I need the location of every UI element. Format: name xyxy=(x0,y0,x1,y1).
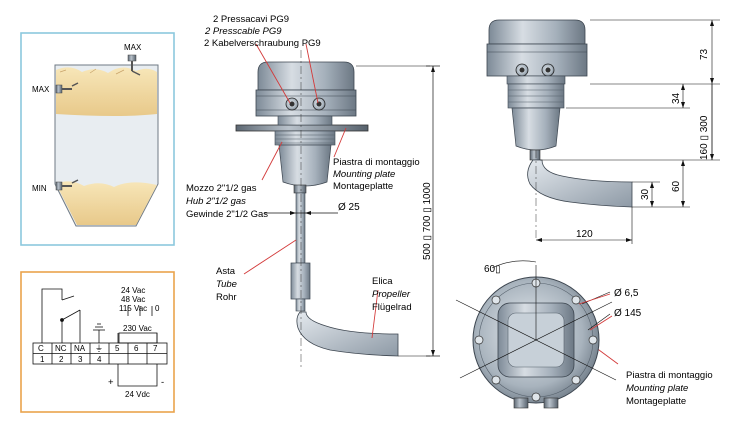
leader-lines xyxy=(243,43,619,365)
cable-label-de: 2 Kabelverschraubung PG9 xyxy=(204,38,321,49)
dim-30: 30 xyxy=(640,188,651,200)
cable-label-en: 2 Presscable PG9 xyxy=(204,26,282,37)
max-label-top: MAX xyxy=(124,43,142,52)
plate2-label-it: Piastra di montaggio xyxy=(626,370,713,381)
top-view: 60▯ Ø 6,5 Ø 145 xyxy=(455,260,642,409)
supply-115vac: 115 Vac xyxy=(119,304,147,313)
labels: 2 Pressacavi PG9 2 Presscable PG9 2 Kabe… xyxy=(186,14,713,407)
tube-label-it: Asta xyxy=(216,266,236,277)
supply-zero: 0 xyxy=(155,304,160,313)
front-view xyxy=(235,50,440,370)
terminal-5: 5 xyxy=(115,344,120,353)
level-panel: MAX MAX MIN xyxy=(20,32,175,246)
length-options: 500 ▯ 700 ▯ 1000 xyxy=(422,182,433,260)
dim-120: 120 xyxy=(576,229,593,240)
hub-label-en: Hub 2"1/2 gas xyxy=(186,196,246,207)
plate-label-en: Mounting plate xyxy=(333,169,395,180)
terminal-6: 6 xyxy=(134,344,139,353)
min-label-left: MIN xyxy=(32,184,47,193)
supply-24vac: 24 Vac xyxy=(121,286,145,295)
plate2-label-en: Mounting plate xyxy=(626,383,688,394)
dim-angle: 60▯ xyxy=(484,264,501,275)
terminal-NC: NC xyxy=(55,344,67,353)
dim-bolt-circle: Ø 145 xyxy=(614,308,642,319)
terminal-ground: ⏚ xyxy=(95,344,103,353)
dim-73: 73 xyxy=(699,48,710,60)
terminal-NA: NA xyxy=(74,344,86,353)
tube-label-de: Rohr xyxy=(216,292,237,303)
plate-label-it: Piastra di montaggio xyxy=(333,157,420,168)
wiring-panel: C NC NA ⏚ 5 6 7 1 2 3 4 24 Vac 48 Vac 11… xyxy=(20,271,175,413)
side-view: 73 34 160 ▯ 300 60 30 120 xyxy=(486,19,720,244)
prop-label-de: Flügelrad xyxy=(372,302,412,313)
prop-label-it: Elica xyxy=(372,276,393,287)
supply-24vdc: 24 Vdc xyxy=(125,390,150,399)
cable-label-it: 2 Pressacavi PG9 xyxy=(213,14,289,25)
terminal-num-1: 1 xyxy=(40,355,45,364)
terminal-C: C xyxy=(38,344,44,353)
terminal-7: 7 xyxy=(153,344,158,353)
tube-label-en: Tube xyxy=(216,279,237,290)
terminal-num-2: 2 xyxy=(59,355,64,364)
supply-48vac: 48 Vac xyxy=(121,295,145,304)
supply-230vac: 230 Vac xyxy=(123,324,152,333)
dim-34: 34 xyxy=(671,92,682,104)
terminal-num-3: 3 xyxy=(78,355,83,364)
hub-label-it: Mozzo 2"1/2 gas xyxy=(186,183,257,194)
hub-label-de: Gewinde 2"1/2 Gas xyxy=(186,209,268,220)
prop-label-en: Propeller xyxy=(372,289,411,300)
shaft-diameter: Ø 25 xyxy=(338,202,360,213)
plus-sign: + xyxy=(108,377,114,388)
plate2-label-de: Montageplatte xyxy=(626,396,686,407)
max-label-left: MAX xyxy=(32,85,50,94)
terminal-num-4: 4 xyxy=(97,355,102,364)
plate-label-de: Montageplatte xyxy=(333,181,393,192)
dim-60: 60 xyxy=(671,180,682,192)
dim-hole: Ø 6,5 xyxy=(614,288,639,299)
minus-sign: - xyxy=(161,377,164,388)
dim-160-300: 160 ▯ 300 xyxy=(699,115,710,160)
